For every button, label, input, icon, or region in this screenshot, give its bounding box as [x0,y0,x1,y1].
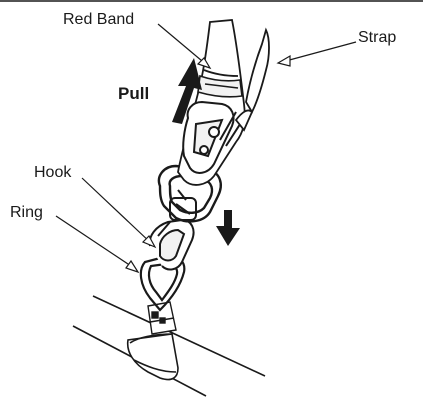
label-pull: Pull [118,85,149,102]
label-ring: Ring [10,205,43,221]
label-red-band: Red Band [63,12,134,28]
down-arrow [216,210,240,246]
label-hook: Hook [34,165,71,181]
label-strap: Strap [358,30,396,46]
hook-shape [150,220,194,269]
pipe-clamp [128,334,178,380]
